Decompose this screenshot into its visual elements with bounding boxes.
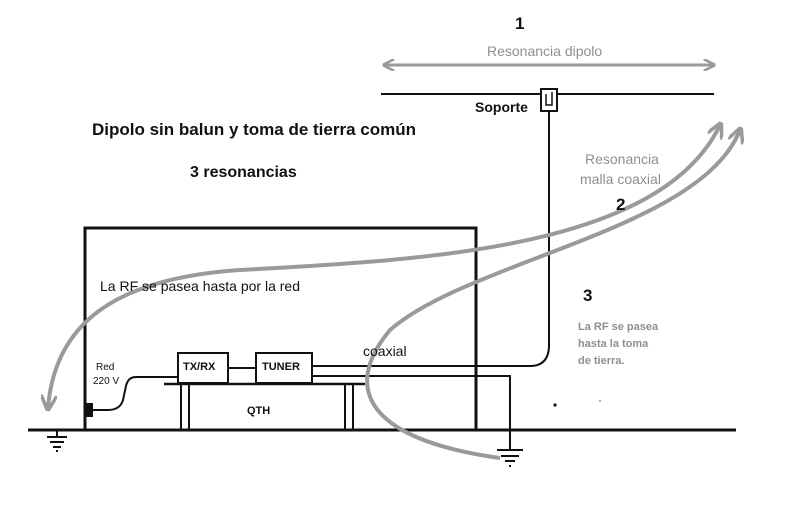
resonance-coax-label-line1: Resonancia [585,151,659,167]
coax-cable [312,111,550,367]
qth-label: QTH [247,405,271,417]
ground-wire [312,375,511,450]
resonance-number-1: 1 [515,14,525,33]
dot-mark-small [599,400,601,402]
rf-ground-label-line3: de tierra. [578,355,625,367]
rf-ground-label-line2: hasta la toma [578,338,649,350]
rf-network-label: La RF se pasea hasta por la red [100,278,301,294]
txrx-label: TX/RX [183,361,216,373]
resonance-number-2: 2 [616,195,626,214]
rf-network-arrow [48,125,720,408]
support-insulator [540,88,558,112]
ground-symbol-left [47,430,67,452]
support-insulator-hook [545,92,553,106]
support-label: Soporte [475,99,528,115]
coax-label: coaxial [363,343,407,359]
resonance-dipole-label: Resonancia dipolo [487,43,603,59]
resonance-number-3: 3 [583,286,593,305]
dot-mark [553,403,557,407]
mains-label-line1: Red [96,362,115,373]
ground-symbol-right [497,449,523,467]
rf-ground-label-line1: La RF se pasea [578,321,659,333]
diagram-title: Dipolo sin balun y toma de tierra común [92,120,416,139]
resonance-coax-label-line2: malla coaxial [580,171,661,187]
mains-label-line2: 220 V [93,376,120,387]
rf-ground-arrow [365,130,740,460]
diagram-subtitle: 3 resonancias [190,164,297,181]
mains-plug [86,403,93,417]
tuner-label: TUNER [262,361,300,373]
